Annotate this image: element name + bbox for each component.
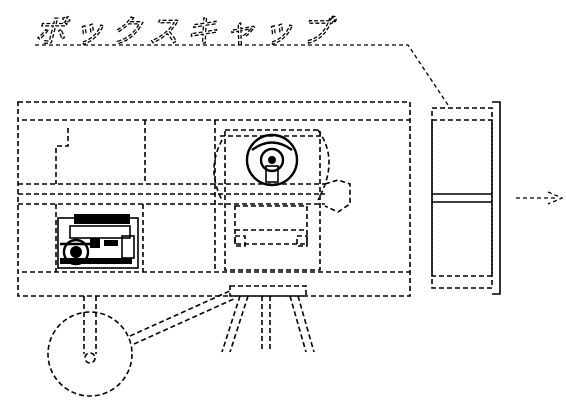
right-arc: [317, 129, 330, 201]
motor-detail-1: [90, 238, 100, 248]
pivot-bolt-left: [234, 235, 246, 247]
arrow-head: [547, 191, 564, 205]
motor-plate: [69, 225, 131, 239]
motor-assembly: [57, 214, 139, 269]
bearing-stem: [265, 165, 279, 183]
bearing-center: [268, 156, 276, 164]
pivot-lower-block: [234, 205, 308, 245]
pivot-assembly: [213, 129, 351, 271]
leg-center: [261, 296, 271, 352]
leg-left: [221, 295, 249, 353]
leg-right: [289, 295, 315, 353]
main-housing: [17, 101, 411, 297]
wheel-assembly: [47, 289, 237, 397]
tow-bar-top: [129, 289, 233, 337]
box-cap-body: [431, 107, 493, 289]
pivot-bolt-right: [296, 235, 308, 247]
left-step: [55, 128, 69, 184]
wheel-hub: [84, 352, 96, 364]
pivot-outer: [224, 129, 321, 271]
leader-line: [35, 44, 451, 109]
direction-arrow: [516, 191, 564, 205]
box-cap-inner: [431, 119, 493, 277]
leg-mount: [229, 285, 307, 297]
bearing-inner: [259, 147, 285, 173]
box-cap-flange: [492, 101, 501, 295]
bearing-cap: [251, 141, 293, 151]
gear-hub: [70, 246, 82, 258]
motor-base: [60, 258, 132, 264]
motor-top-bar: [74, 214, 130, 224]
motor-detail-2: [104, 240, 118, 246]
bearing-ring: [245, 133, 299, 187]
support-legs: [221, 285, 315, 353]
housing-outline: [17, 101, 411, 297]
shaft-end-nub: [324, 179, 351, 213]
motor-side: [121, 235, 135, 259]
wheel: [47, 311, 133, 397]
box-cap: [431, 101, 501, 295]
box-cap-label: ボックスキャップ: [35, 14, 338, 50]
left-arc: [213, 139, 223, 201]
tow-bar-bottom: [133, 297, 237, 345]
